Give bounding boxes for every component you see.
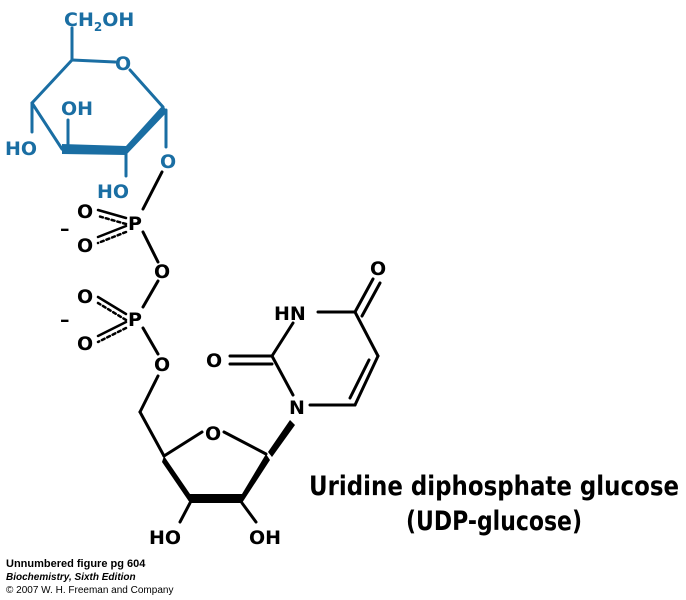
bond-linkO-c5p [138, 374, 160, 414]
bond-ringO-c1 [128, 68, 165, 109]
caption-book-title: Biochemistry, Sixth Edition [6, 572, 136, 583]
bond-c4-c5 [353, 310, 380, 358]
p1-o-down-label: O [77, 235, 93, 257]
uracil-unit: O HN O N [206, 258, 386, 419]
uracil-n1-label: N [289, 397, 305, 419]
caption-figure-number: Unnumbered figure pg 604 [6, 558, 146, 570]
diphosphate: P O O – O P O O – O [60, 170, 170, 376]
bond-c2p-c1p-wedge [242, 454, 270, 503]
bond-c4p-ringO [162, 430, 204, 458]
bond-c3-c2-bold [62, 144, 126, 155]
p1-label: P [128, 213, 142, 235]
ribose-ring-o-label: O [205, 423, 221, 445]
bond-c5-c6-double [348, 358, 371, 400]
bond-n1-c2 [270, 354, 295, 397]
bond-p2-linkO [141, 326, 160, 356]
bond-p1-bridgeO [141, 230, 160, 264]
caption-copyright: © 2007 W. H. Freeman and Company [6, 585, 174, 596]
glucose-unit: CH2OH O OH HO HO O [5, 9, 176, 203]
bond-c5-ringO [70, 58, 117, 64]
glucose-link-o-label: O [160, 151, 176, 173]
bond-c4-c3 [30, 101, 64, 151]
bond-c1p-n1-wedge [268, 420, 295, 457]
ribose-ho-label: HO [149, 527, 181, 549]
bond-p1-o-down-dash [96, 230, 128, 245]
bond-glcO-p1 [141, 170, 164, 211]
p1-o-up-label: O [77, 201, 93, 223]
p2-o-down-label: O [77, 333, 93, 355]
bond-c3p-ho [178, 501, 192, 524]
glucose-ho-left-label: HO [5, 138, 37, 160]
bond-p2-o-up [96, 295, 128, 316]
bond-c2p-oh [240, 501, 258, 524]
title-line-2: (UDP-glucose) [406, 506, 582, 537]
bond-c4-o [353, 277, 375, 314]
bond-p1-o-up [96, 208, 128, 220]
uracil-o-left-label: O [206, 350, 222, 372]
bond-c5p-c4p [138, 410, 166, 458]
p2-label: P [128, 309, 142, 331]
bond-c4-o-double [360, 281, 382, 318]
glucose-ring-o-label: O [115, 53, 131, 75]
bridge-o-label: O [154, 261, 170, 283]
glucose-oh-top-label: OH [61, 98, 93, 120]
p2-o-up-label: O [77, 286, 93, 308]
phosphate-link-o-label: O [154, 354, 170, 376]
bond-p2-o-down-dash [96, 326, 128, 344]
bond-c4p-c3p-wedge [162, 456, 190, 503]
bond-p2-o-up-dash [96, 301, 128, 322]
bond-p1-o-up-dash [96, 214, 128, 226]
bond-c5-c4 [30, 58, 74, 105]
p2-charge-label: – [60, 309, 70, 331]
glucose-ho-bottom-label: HO [97, 181, 129, 203]
uracil-hn-label: HN [274, 303, 306, 325]
bond-c5-c6 [353, 354, 380, 407]
title-line-1: Uridine diphosphate glucose [309, 471, 679, 502]
bond-bridgeO-p2 [141, 279, 160, 309]
ribose-oh-label: OH [249, 527, 281, 549]
bond-c2-c1-wedge [126, 105, 167, 155]
ch2oh-label: CH2OH [64, 9, 134, 34]
bond-p2-o-down [96, 320, 128, 338]
ribose-unit: O HO OH [138, 374, 295, 549]
bond-p1-o-down [96, 224, 128, 239]
uracil-o-top-label: O [370, 258, 386, 280]
bond-c2-n3 [270, 321, 295, 358]
p1-charge-label: – [60, 218, 70, 240]
bond-c3p-c2p-bold [190, 494, 242, 503]
bond-ringO-c1p [222, 430, 268, 456]
